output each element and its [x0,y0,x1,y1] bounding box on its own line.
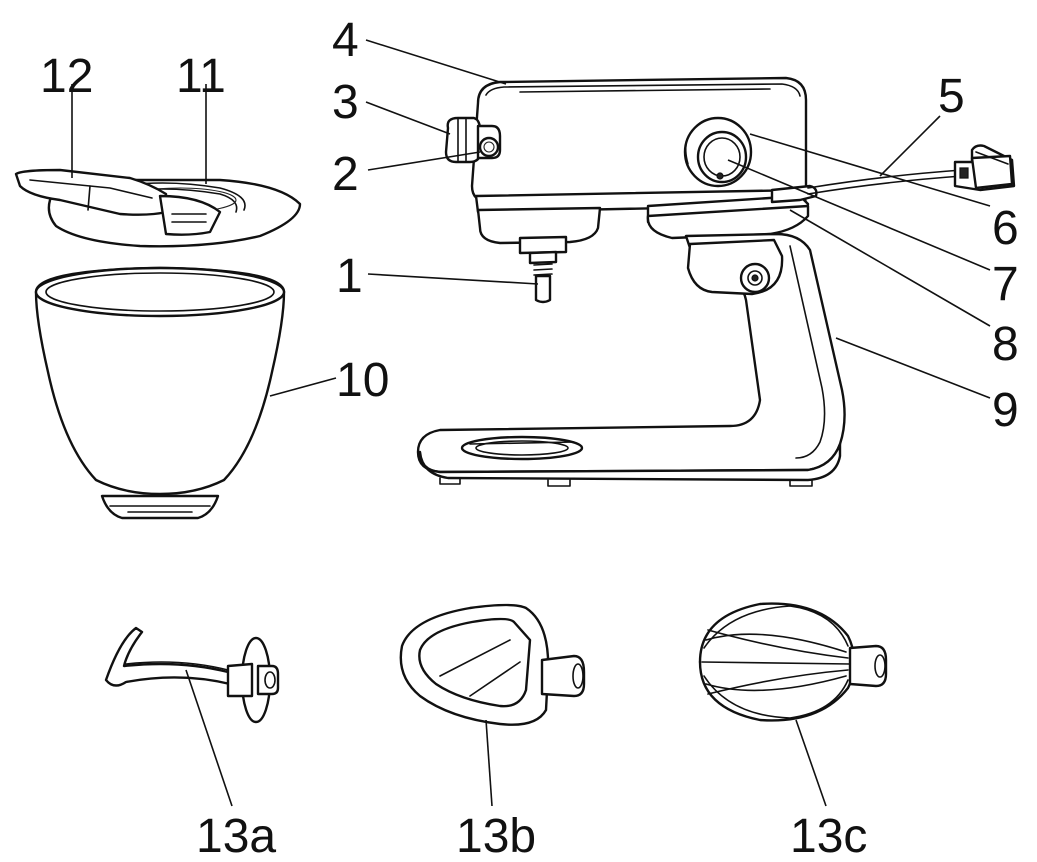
stand-body [416,204,846,487]
label-10: 10 [336,354,389,407]
leader-13c [795,719,827,807]
drive-shaft [518,235,568,304]
dough-hook [104,626,280,724]
label-5: 5 [938,70,965,123]
leader-5 [879,115,941,177]
label-12: 12 [40,50,93,103]
label-13b: 13b [456,810,536,862]
label-4: 4 [332,14,359,67]
leader-4 [365,39,507,85]
mixing-bowl [34,266,286,520]
label-13c: 13c [790,810,867,862]
label-9: 9 [992,384,1019,437]
leader-2 [367,151,481,171]
wire-whisk [698,602,888,722]
label-1: 1 [336,250,363,303]
label-11: 11 [176,50,226,103]
mixer-head [470,76,808,245]
label-6: 6 [992,202,1019,255]
pouring-shield [14,168,222,236]
leader-7 [727,159,991,271]
leader-9 [835,337,991,399]
label-13a: 13a [196,810,276,862]
leader-lines [71,39,991,807]
power-cord [807,144,1016,195]
flat-beater [399,603,586,726]
leader-13a [185,669,233,807]
leader-8 [789,209,991,327]
label-2: 2 [332,148,359,201]
front-cover-and-screw [444,116,502,164]
leader-6 [749,133,991,207]
label-8: 8 [992,318,1019,371]
part-labels: 1 2 3 4 5 6 7 8 9 10 11 12 13a 13b 13c [40,14,1019,862]
leader-1 [367,273,539,285]
label-3: 3 [332,76,359,129]
leader-3 [365,101,451,135]
leader-13b [485,719,493,807]
label-7: 7 [992,258,1019,311]
leader-10 [269,377,337,397]
